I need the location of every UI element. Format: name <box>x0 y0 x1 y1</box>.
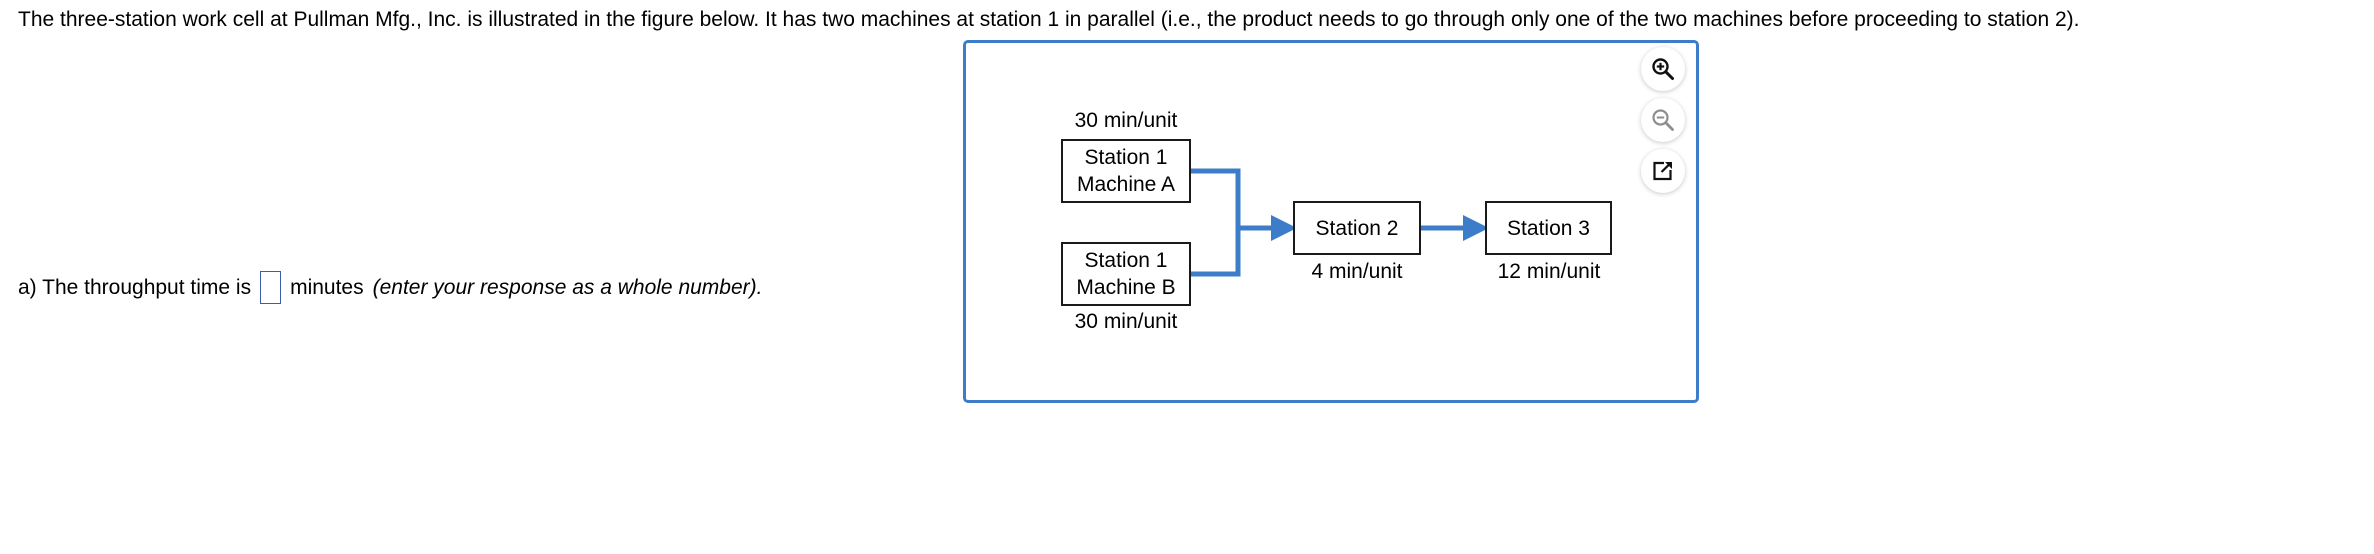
node-station-3: Station 3 <box>1485 201 1612 255</box>
station-3-rate-label: 12 min/unit <box>1497 260 1601 283</box>
machine-b-title: Station 1 <box>1084 249 1168 272</box>
zoom-out-icon <box>1652 109 1674 131</box>
work-cell-diagram: 30 min/unit Station 1 Machine A Station … <box>966 43 1702 406</box>
figure-panel: 30 min/unit Station 1 Machine A Station … <box>963 40 1699 403</box>
machine-b-subtitle: Machine B <box>1076 276 1176 299</box>
node-station-2: Station 2 <box>1293 201 1421 255</box>
station-3-title: Station 3 <box>1507 216 1590 240</box>
node-machine-b: Station 1 Machine B <box>1061 242 1191 306</box>
station-2-rate-label: 4 min/unit <box>1311 260 1403 283</box>
problem-statement: The three-station work cell at Pullman M… <box>18 8 2080 31</box>
figure-toolbar <box>1636 47 1690 193</box>
machine-a-rate-label: 30 min/unit <box>1074 109 1178 132</box>
open-in-new-window-button[interactable] <box>1641 149 1685 193</box>
zoom-out-button[interactable] <box>1641 98 1685 142</box>
answer-row: a) The throughput time is minutes (enter… <box>18 271 762 304</box>
machine-a-title: Station 1 <box>1084 146 1168 169</box>
open-in-new-window-icon <box>1653 161 1672 181</box>
answer-unit-label: minutes <box>290 275 364 299</box>
throughput-time-input[interactable] <box>260 271 282 304</box>
answer-prompt-label: a) The throughput time is <box>18 275 252 299</box>
zoom-in-icon <box>1652 58 1674 80</box>
answer-hint-label: (enter your response as a whole number). <box>372 275 763 299</box>
machine-a-subtitle: Machine A <box>1076 173 1176 196</box>
zoom-in-button[interactable] <box>1641 47 1685 91</box>
machine-b-rate-label: 30 min/unit <box>1074 310 1178 333</box>
station-2-title: Station 2 <box>1315 216 1399 240</box>
node-machine-a: Station 1 Machine A <box>1061 139 1191 203</box>
